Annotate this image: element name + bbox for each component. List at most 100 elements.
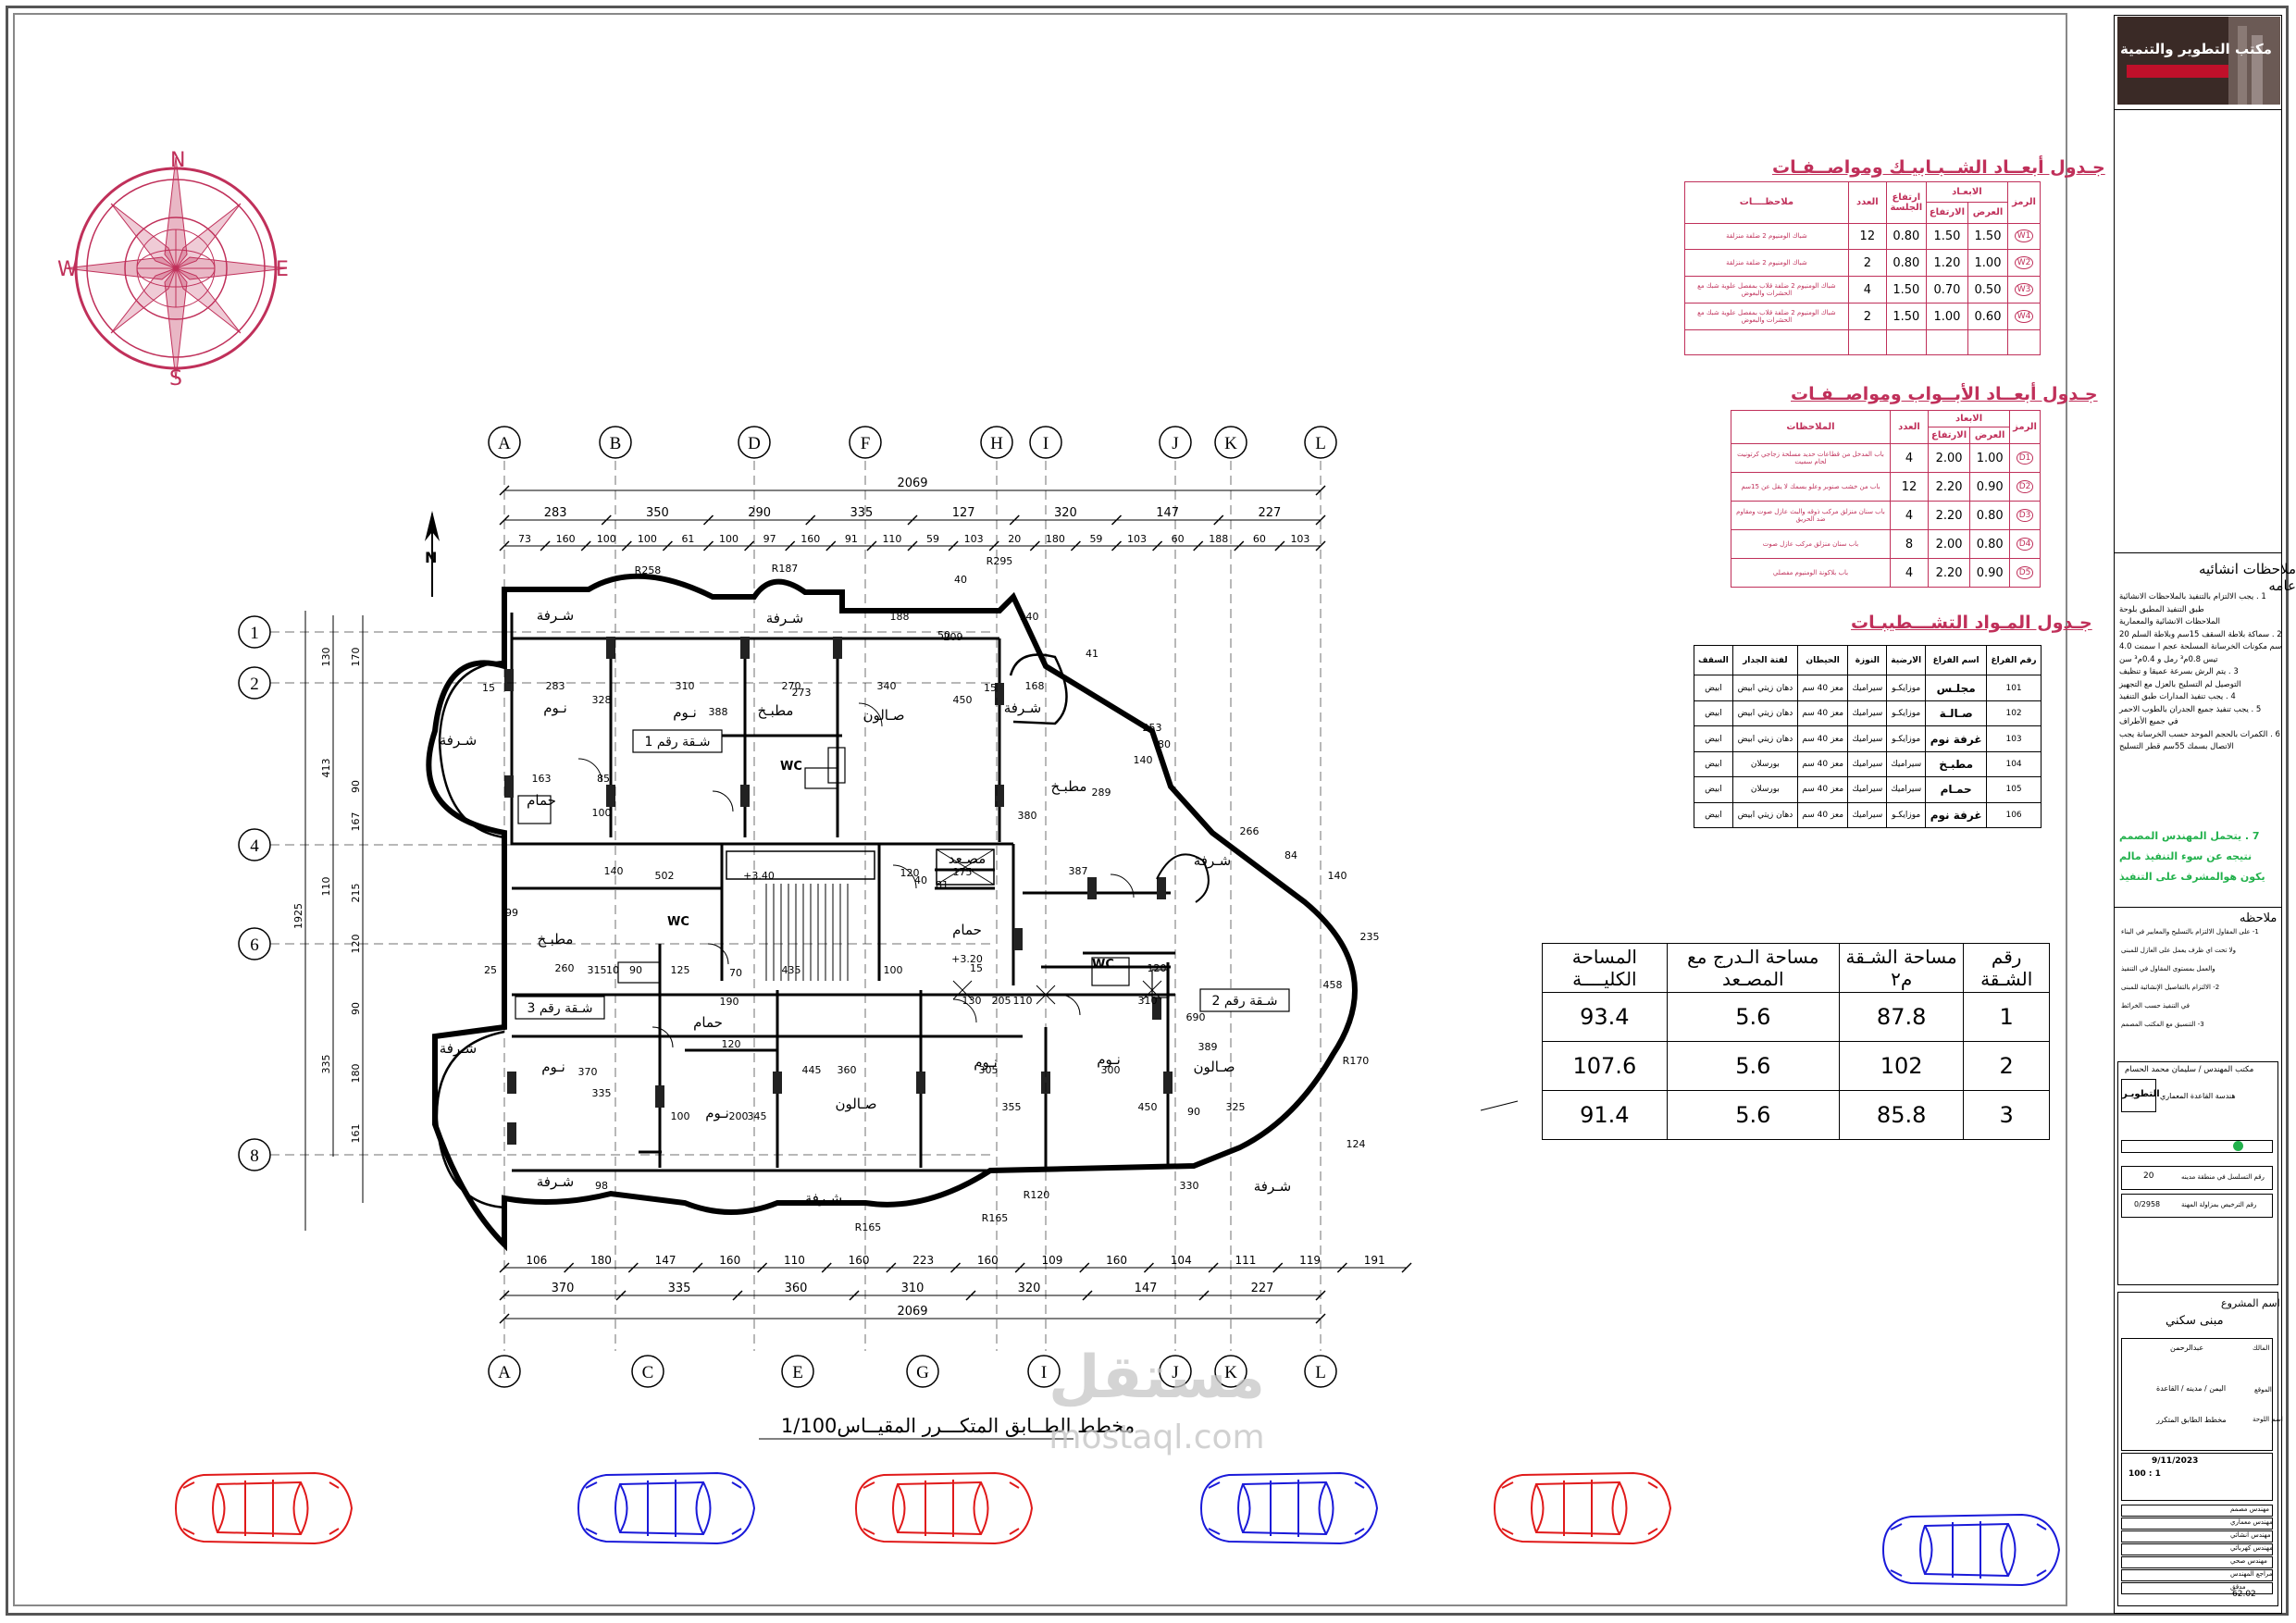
room-kitchen-5: مطبـخ	[758, 702, 794, 719]
staff-label-0: مهندس مصمم	[2230, 1505, 2270, 1513]
mt-cell-4-6: ابيض	[1694, 776, 1733, 803]
watermark-en: mostaql.com	[1049, 1419, 1264, 1456]
dim-left-6: 215	[350, 884, 362, 903]
dt-code-0: D1	[2009, 443, 2041, 473]
project-name: مبنى سكني	[2166, 1314, 2224, 1328]
dt-width-3: 0.80	[1969, 529, 2011, 559]
room-dim-31: 130	[962, 995, 982, 1007]
dim-left-7: 120	[350, 935, 362, 954]
mt-cell-1-1: صـالـة	[1925, 700, 1988, 727]
dim-left-5: 110	[320, 877, 332, 897]
wt-h-width: العرض	[1967, 202, 2008, 224]
mt-cell-5-2: موزايكـو	[1886, 801, 1927, 829]
room-dim-41: 100	[671, 1110, 690, 1122]
engineer-block	[2117, 1061, 2278, 1285]
dim-bot1-1: 180	[590, 1254, 612, 1267]
dim-top2-11: 103	[964, 533, 984, 545]
north-label: N	[425, 549, 437, 566]
drawing-label: اسم اللوحة	[2253, 1416, 2283, 1423]
room-dim-52: 90	[1187, 1106, 1200, 1118]
dt-h-height: الارتفاع	[1927, 427, 1971, 444]
staff-row-2	[2121, 1530, 2273, 1542]
mt-cell-2-5: دهان زيتي ابيض	[1731, 725, 1798, 752]
room-dim-35: 310	[1138, 995, 1158, 1007]
dim-bot1-11: 111	[1235, 1254, 1256, 1267]
wt-sill-1: 0.80	[1885, 249, 1927, 278]
room-salon-21: صـالون	[1193, 1059, 1235, 1075]
wt-count-1: 2	[1847, 249, 1887, 278]
notes-general-8: 4 . يجب تنفيذ المدارات طبق التنفيذ	[2119, 692, 2236, 701]
room-dim-9: 188	[890, 611, 910, 623]
whatsapp-icon	[2233, 1141, 2243, 1151]
dim-top1-6: 147	[1156, 506, 1179, 520]
engineer-logo: التطويـر	[2121, 1079, 2160, 1112]
room-dim-60: R120	[1024, 1189, 1050, 1201]
room-balcony-15: شـرفة	[440, 1040, 477, 1057]
owner-label: المالك	[2253, 1344, 2270, 1352]
dim-top2-3: 100	[638, 533, 657, 545]
general-notes-title: ملاحظات انشائيه عامه	[2198, 561, 2296, 594]
room-dim-47: 355	[1002, 1101, 1022, 1113]
staff-row-3	[2121, 1543, 2273, 1555]
notes-general-0: 1 . يجب الالتزام بالتنفيذ بالملاحظات الا…	[2119, 592, 2266, 601]
room-dim-18: 120	[900, 867, 920, 879]
grid-bottom-K: K	[1224, 1363, 1237, 1382]
wt-notes-0: شباك الومنيوم 2 ضلفة منزلقة	[1684, 222, 1849, 251]
mt-cell-0-0: 101	[1986, 675, 2042, 701]
mt-cell-1-6: ابيض	[1694, 700, 1733, 727]
room-dim-80: 40	[914, 874, 927, 886]
dim-total-top: 2069	[897, 477, 927, 490]
doors-table-title: جـدول أبعــاد الأبــواب ومواصــفـات	[1791, 384, 2098, 404]
staff-label-4: مهندس صحي	[2230, 1557, 2267, 1565]
mt-cell-3-2: سيراميك	[1886, 750, 1927, 778]
mt-cell-3-1: مطبـخ	[1925, 750, 1988, 778]
mt-cell-3-5: بورسلان	[1731, 750, 1798, 778]
mt-cell-1-4: معز 40 سم	[1796, 700, 1849, 727]
room-dim-62: 458	[1323, 979, 1343, 991]
notes-general-2: الملاحظات الانشائية والمعمارية	[2119, 617, 2220, 626]
dim-left-12: 1925	[292, 903, 304, 929]
room-dim-29: 435	[782, 964, 801, 976]
parking-cars	[174, 1471, 2061, 1587]
notes-general-1: طبق التنفيذ المطبق بلوحة	[2119, 604, 2204, 614]
dt-notes-1: باب من خشب صنوبر وعلو بسمك لا يقل عن 15س…	[1731, 472, 1891, 502]
room-dim-43: 345	[748, 1110, 767, 1122]
wt-width-1: 1.00	[1967, 249, 2008, 278]
at-header-2: مساحة الـدرج مع المصـعد	[1666, 943, 1840, 993]
permit-1-value: 20	[2143, 1171, 2154, 1181]
room-dim-12: 15	[482, 682, 495, 694]
dim-top2-12: 20	[1008, 533, 1021, 545]
dt-notes-0: باب المدخل من قطاعات حديد مسلحة زجاجي كر…	[1731, 443, 1891, 473]
date-value: 9/11/2023	[2152, 1456, 2199, 1466]
at-cell-0-1: 87.8	[1838, 992, 1965, 1042]
room-kitchen-10: مطبـخ	[1051, 778, 1087, 795]
dim-top2-4: 61	[681, 533, 694, 545]
room-balcony-23: شـرفة	[805, 1190, 842, 1207]
mt-cell-5-6: ابيض	[1694, 801, 1733, 829]
room-dim-76: 190	[720, 996, 739, 1008]
apartment-label-1: شـقة رقم 1	[644, 735, 710, 750]
room-dim-70: 41	[1086, 648, 1098, 660]
dt-h-notes: الملاحظات	[1731, 410, 1891, 444]
room-dim-78: +3.20	[951, 953, 983, 965]
wt-code-1: W2	[2007, 249, 2041, 278]
dim-left-2: 413	[320, 759, 332, 778]
room-dim-8: 163	[532, 773, 552, 785]
mt-cell-2-0: 103	[1986, 725, 2042, 752]
permit-2-value: 0/2958	[2134, 1200, 2161, 1208]
drawing-frame	[6, 6, 2289, 1616]
room-dim-23: 260	[555, 962, 575, 974]
grid-top-L: L	[1315, 434, 1326, 453]
staff-row-0	[2121, 1505, 2273, 1517]
room-salon-18: صـالون	[835, 1096, 876, 1112]
room-balcony-7: شـرفة	[440, 732, 477, 749]
dim-top2-19: 103	[1290, 533, 1309, 545]
dim-bot1-12: 119	[1299, 1254, 1321, 1267]
grid-bottom-A: A	[498, 1363, 511, 1382]
room-dim-5: 388	[709, 706, 728, 718]
mt-cell-2-3: سيراميك	[1847, 725, 1888, 752]
wt-count-3: 2	[1847, 303, 1887, 331]
room-dim-1: 310	[676, 680, 695, 692]
